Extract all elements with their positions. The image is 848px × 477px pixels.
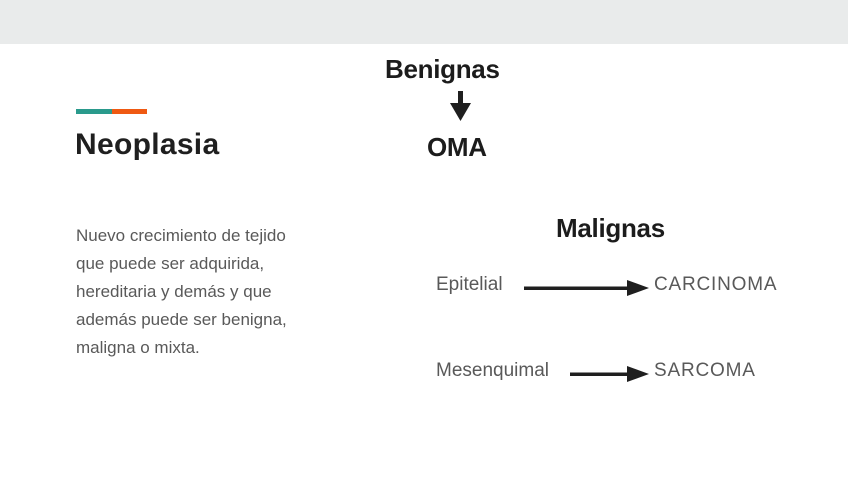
malign-heading: Malignas — [556, 213, 665, 243]
accent-teal-segment — [76, 109, 112, 114]
malign-row-result-sarcoma: SARCOMA — [654, 360, 756, 381]
page-title: Neoplasia — [75, 128, 220, 161]
right-arrow-icon — [524, 280, 649, 296]
benign-suffix-label: OMA — [427, 132, 487, 162]
benign-heading: Benignas — [385, 54, 500, 84]
down-arrow-icon — [450, 91, 471, 121]
accent-orange-segment — [111, 109, 147, 114]
malign-row-origin-mesenquimal: Mesenquimal — [436, 360, 549, 381]
accent-line — [76, 109, 147, 114]
malign-row-origin-epitelial: Epitelial — [436, 274, 503, 295]
header-bar — [0, 0, 848, 44]
malign-row-result-carcinoma: CARCINOMA — [654, 274, 778, 295]
right-arrow-icon — [570, 366, 649, 382]
description-text: Nuevo crecimiento de tejido que puede se… — [76, 226, 287, 357]
